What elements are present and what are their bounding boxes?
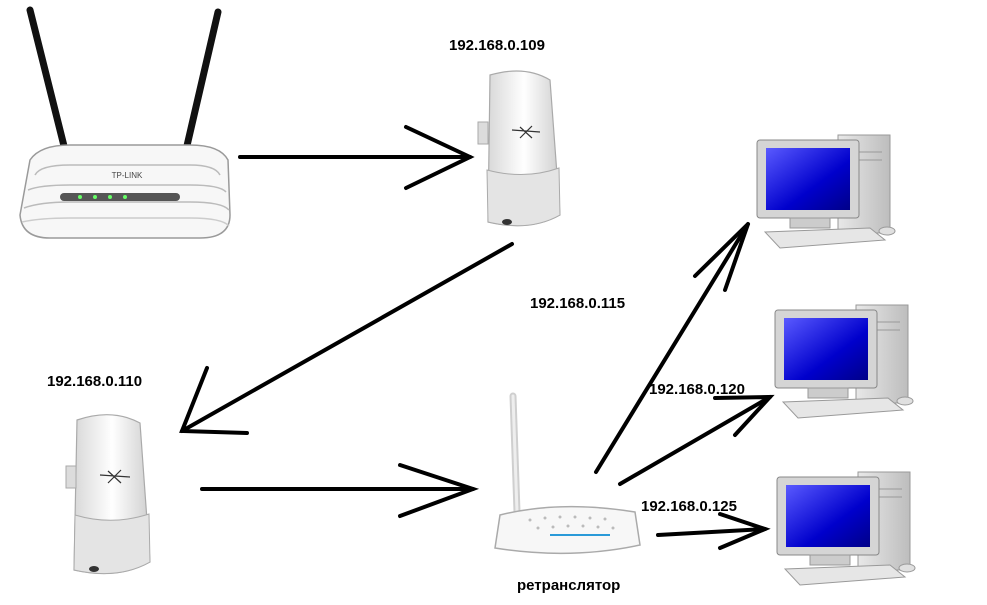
- arrow-ap2-to-repeater: [200, 463, 480, 518]
- ap2-ip-label: 192.168.0.110: [47, 373, 143, 390]
- arrow-router-to-ap1: [238, 125, 475, 190]
- arrow-repeater-to-pc1: [594, 222, 750, 474]
- access-point-icon: [65, 414, 151, 575]
- pc3-ip-label: 192.168.0.125: [641, 498, 737, 515]
- repeater-icon: [494, 392, 641, 555]
- ap1-ip-label: 192.168.0.109: [449, 37, 545, 54]
- repeater-label: ретранслятор: [517, 577, 621, 594]
- router-brand: TP-LINK: [112, 171, 143, 180]
- repeater-ip-label: 192.168.0.115: [530, 295, 626, 312]
- computer-icon: [774, 304, 914, 419]
- computer-icon: [756, 134, 896, 249]
- access-point-icon: [477, 70, 561, 227]
- router-icon: TP-LINK: [19, 6, 231, 239]
- computer-icon: [776, 471, 916, 586]
- pc2-ip-label: 192.168.0.120: [649, 381, 745, 398]
- arrow-repeater-to-pc3: [656, 512, 771, 550]
- arrow-repeater-to-pc2: [618, 394, 775, 486]
- arrow-ap1-to-ap2: [179, 242, 514, 435]
